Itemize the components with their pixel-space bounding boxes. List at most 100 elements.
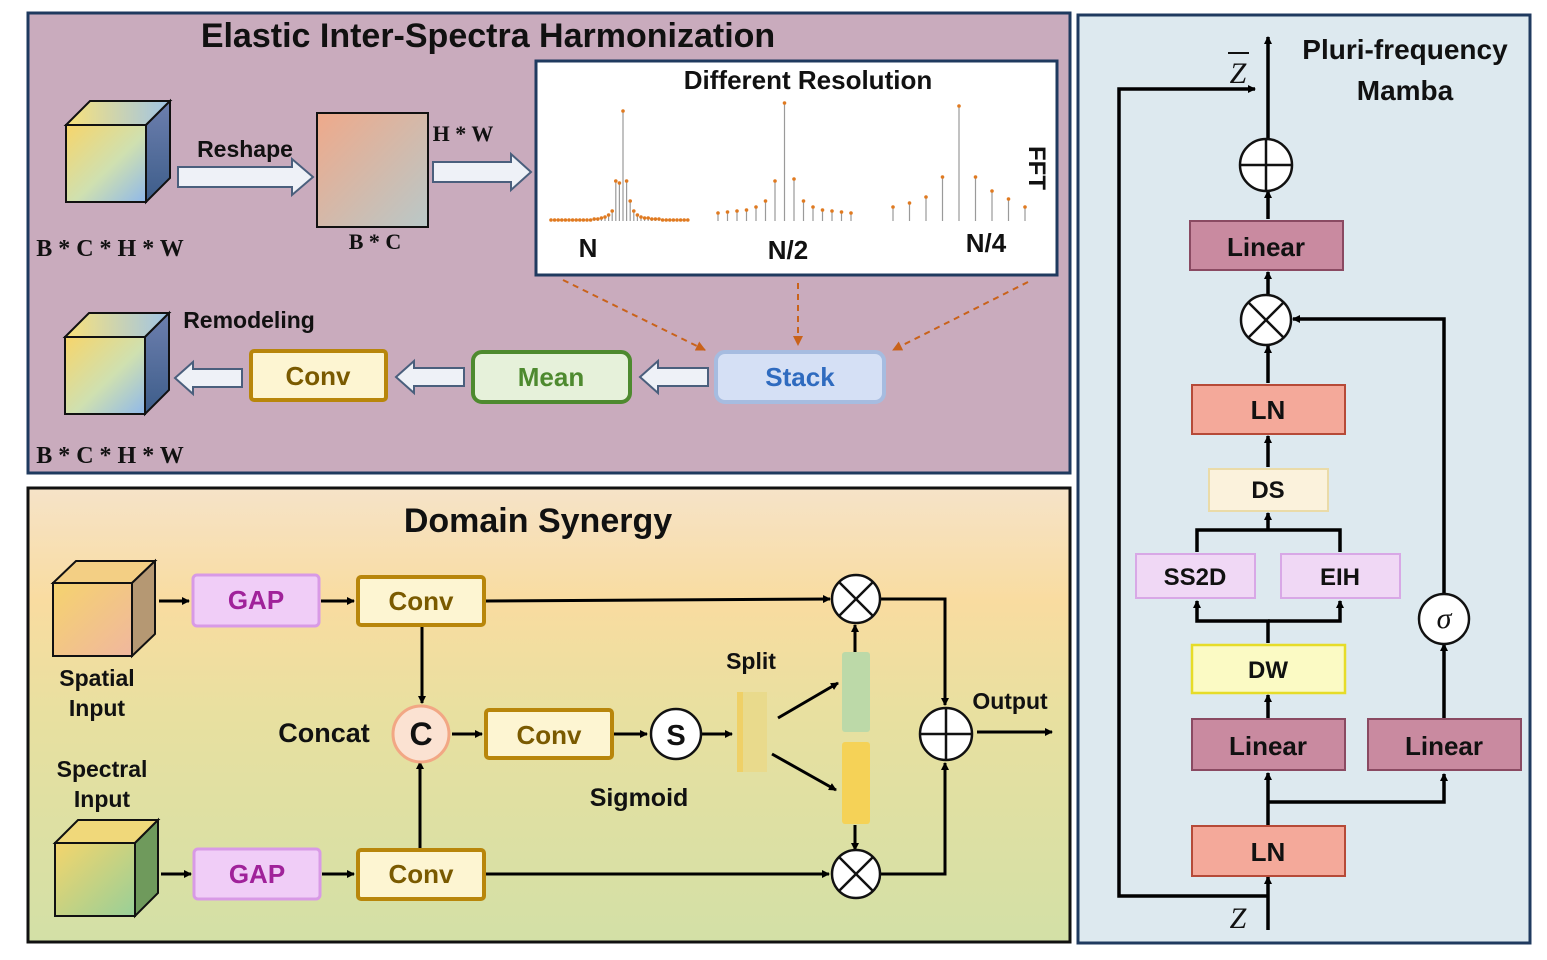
spectrum-point-n-34 bbox=[671, 218, 676, 222]
spectral-input-label-1: Spectral bbox=[57, 756, 148, 782]
linear-right-box bbox=[1367, 718, 1522, 771]
mamba-add-icon bbox=[1238, 137, 1294, 193]
spectrum-point-n2-3 bbox=[744, 208, 749, 212]
spectrum-point-n2-9 bbox=[801, 199, 806, 203]
spectrum-point-n-9 bbox=[581, 218, 586, 222]
input-dims-label: B * C * H * W bbox=[36, 236, 184, 262]
spectrum-point-n-33 bbox=[668, 218, 672, 222]
spectrum-point-n-37 bbox=[682, 218, 686, 222]
spatial-input-cube-icon bbox=[50, 558, 158, 659]
spectrum-point-n-22 bbox=[628, 199, 632, 203]
reshape-label: Reshape bbox=[197, 136, 293, 162]
domain-synergy-panel: Domain Synergy Spatial Input Spectral In… bbox=[26, 486, 1072, 944]
spectrum-point-n-25 bbox=[639, 215, 643, 219]
mamba-multiply-icon bbox=[1239, 293, 1293, 347]
spectral-input-cube-icon bbox=[52, 817, 161, 919]
spectrum-point-n4-2 bbox=[924, 195, 928, 199]
linear-right-label: Linear bbox=[1405, 731, 1483, 761]
ln-top-label: LN bbox=[1251, 395, 1286, 425]
spectrum-point-n-11 bbox=[588, 218, 593, 222]
spectrum-point-n2-0 bbox=[716, 211, 720, 215]
spectral-gap-label: GAP bbox=[229, 859, 285, 889]
sigma-symbol: σ bbox=[1437, 602, 1453, 635]
reshape-arrow-icon bbox=[177, 156, 315, 198]
spectrum-point-n-26 bbox=[642, 216, 647, 220]
input-z-symbol: Z bbox=[1230, 902, 1247, 935]
spectrum-point-n4-6 bbox=[990, 189, 994, 193]
spectrum-point-n-10 bbox=[585, 218, 589, 222]
spectrum-point-n2-7 bbox=[782, 101, 787, 105]
eih-label: EIH bbox=[1320, 564, 1360, 591]
spectrum-point-n4-4 bbox=[957, 104, 961, 108]
output-cube-icon bbox=[62, 310, 172, 417]
ss2d-box bbox=[1135, 553, 1256, 599]
spectrum-point-n-18 bbox=[614, 179, 618, 183]
spectrum-point-n-5 bbox=[567, 218, 571, 222]
scale-label-n4: N/4 bbox=[966, 228, 1007, 258]
spectrum-point-n-23 bbox=[632, 209, 636, 213]
split-bar-edge bbox=[737, 692, 743, 772]
spectrum-point-n-0 bbox=[549, 218, 553, 222]
spectrum-point-n-2 bbox=[556, 218, 560, 222]
spectrum-point-n2-2 bbox=[735, 209, 739, 213]
eih-title: Elastic Inter-Spectra Harmonization bbox=[201, 17, 775, 55]
dw-box bbox=[1190, 643, 1347, 695]
mamba-connectors bbox=[1117, 36, 1448, 930]
spectrum-point-n-29 bbox=[653, 217, 658, 221]
spatial-input-label-2: Input bbox=[69, 695, 126, 721]
spectrum-point-n4-5 bbox=[973, 175, 978, 179]
spectrum-point-n-15 bbox=[603, 215, 607, 219]
spectrum-point-n-12 bbox=[592, 217, 596, 221]
top-multiply-icon bbox=[830, 573, 882, 625]
remodeling-label: Remodeling bbox=[183, 307, 315, 333]
domain-synergy-connectors bbox=[159, 595, 1053, 878]
ds-box bbox=[1208, 468, 1329, 512]
spectrum-point-n-24 bbox=[635, 213, 640, 217]
spatial-input-label-1: Spatial bbox=[59, 665, 134, 691]
spectrum-point-n-19 bbox=[617, 181, 622, 185]
spectrum-point-n2-14 bbox=[849, 211, 853, 215]
spectrum-point-n-36 bbox=[678, 218, 683, 222]
spectrum-point-n-27 bbox=[646, 216, 650, 220]
spectrum-point-n-38 bbox=[686, 218, 690, 222]
mamba-title-1: Pluri-frequency bbox=[1302, 34, 1508, 65]
stack-label: Stack bbox=[765, 362, 835, 392]
ln-top-box bbox=[1191, 384, 1346, 435]
fft-arrow-icon bbox=[432, 151, 533, 193]
sigma-circle-icon bbox=[1417, 592, 1471, 646]
concat-label: Concat bbox=[278, 718, 370, 748]
concat-symbol: C bbox=[409, 716, 432, 752]
spectrum-point-n4-0 bbox=[891, 205, 895, 209]
spectrum-point-n-17 bbox=[610, 209, 614, 213]
spectrum-point-n-16 bbox=[606, 213, 611, 217]
spectral-conv-box bbox=[356, 848, 486, 901]
spectrum-point-n2-1 bbox=[725, 210, 730, 214]
linear-left-label: Linear bbox=[1229, 731, 1307, 761]
eih-conv-label: Conv bbox=[286, 361, 352, 391]
spectrum-point-n2-4 bbox=[754, 205, 758, 209]
ln-bottom-label: LN bbox=[1251, 837, 1286, 867]
linear-top-label: Linear bbox=[1227, 232, 1305, 262]
spectrum-point-n-4 bbox=[563, 218, 568, 222]
spectrum-point-n-28 bbox=[650, 217, 654, 221]
spectrum-point-n-7 bbox=[574, 218, 578, 222]
bc-label: B * C bbox=[349, 229, 402, 254]
spectrum-point-n-31 bbox=[660, 218, 665, 222]
spectrum-point-n2-13 bbox=[839, 210, 844, 214]
mean-label: Mean bbox=[518, 362, 584, 392]
ss2d-label: SS2D bbox=[1164, 564, 1227, 591]
spectrum-point-n-32 bbox=[664, 218, 668, 222]
spatial-conv-box bbox=[356, 575, 486, 627]
spectral-conv-label: Conv bbox=[389, 859, 455, 889]
mamba-title-2: Mamba bbox=[1357, 75, 1454, 106]
output-add-icon bbox=[918, 706, 974, 762]
spatial-conv-label: Conv bbox=[389, 586, 455, 616]
spectrum-point-n-20 bbox=[621, 109, 625, 113]
sigmoid-label: Sigmoid bbox=[590, 784, 689, 812]
stack-box bbox=[714, 350, 886, 404]
spectrum-point-n-6 bbox=[570, 218, 575, 222]
spectrum-point-n2-10 bbox=[811, 205, 815, 209]
concat-circle-icon bbox=[391, 704, 451, 764]
hw-label: H * W bbox=[433, 121, 494, 146]
